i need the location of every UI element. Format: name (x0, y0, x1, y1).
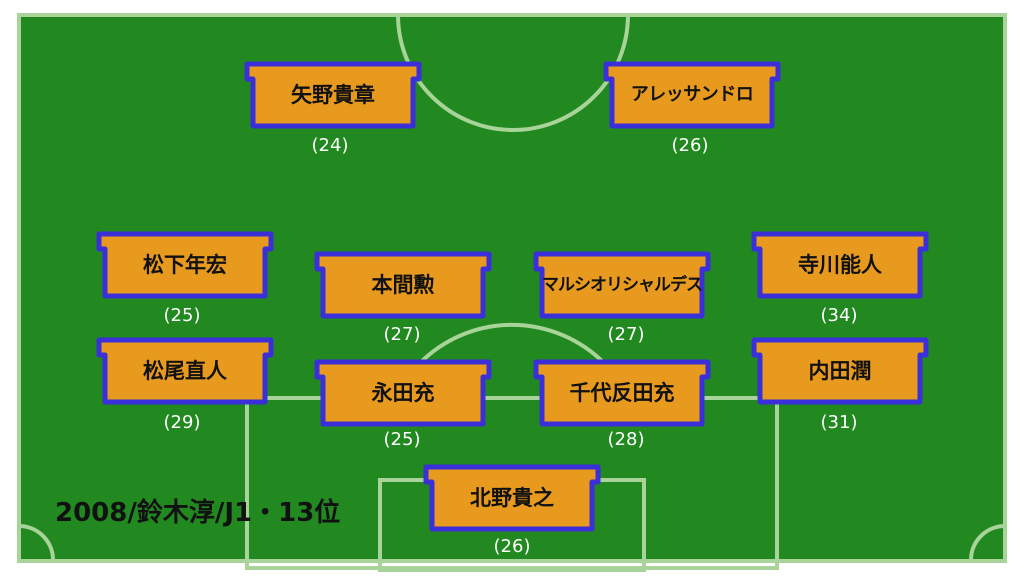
shirt-shape (423, 464, 601, 532)
corner-arc-right (968, 524, 1006, 562)
player-name: 内田潤 (808, 359, 872, 383)
player-name: マルシオリシャルデス (542, 275, 703, 295)
player-age: (28) (607, 429, 645, 450)
shirt-shape (314, 251, 492, 319)
player-age: (26) (671, 135, 709, 156)
player-card-fw-right: アレッサンドロ (603, 61, 781, 129)
player-name: 千代反田充 (569, 381, 675, 405)
player-name: 寺川能人 (798, 253, 882, 277)
corner-arc-left (18, 524, 56, 562)
shirt-shape (533, 359, 711, 427)
player-card-fw-left: 矢野貴章 (244, 61, 422, 129)
player-name: 永田充 (371, 381, 435, 405)
player-age: (34) (820, 305, 858, 326)
pitch-outline (17, 13, 1007, 563)
player-name: 本間勲 (371, 273, 435, 297)
player-card-cb-left: 永田充 (314, 359, 492, 427)
shirt-shape (244, 61, 422, 129)
player-name: アレッサンドロ (630, 84, 754, 105)
player-card-om-left: 本間勲 (314, 251, 492, 319)
player-card-cb-right: 千代反田充 (533, 359, 711, 427)
shirt-shape (603, 61, 781, 129)
shirt-shape (751, 337, 929, 405)
player-name: 松下年宏 (143, 253, 227, 277)
player-age: (26) (493, 536, 531, 557)
shirt-shape (96, 231, 274, 299)
player-age: (24) (311, 135, 349, 156)
player-age: (27) (607, 324, 645, 345)
team-caption: 2008/鈴木淳/J1・13位 (55, 498, 341, 528)
player-name: 北野貴之 (470, 486, 554, 510)
player-age: (31) (820, 412, 858, 433)
player-age: (25) (163, 305, 201, 326)
shirt-shape (751, 231, 929, 299)
player-card-lb: 松尾直人 (96, 337, 274, 405)
player-card-lm: 松下年宏 (96, 231, 274, 299)
player-age: (29) (163, 412, 201, 433)
player-age: (25) (383, 429, 421, 450)
player-name: 矢野貴章 (291, 83, 375, 107)
player-card-om-right: マルシオリシャルデス (533, 251, 711, 319)
player-card-rb: 内田潤 (751, 337, 929, 405)
shirt-shape (314, 359, 492, 427)
shirt-shape (533, 251, 711, 319)
player-card-gk: 北野貴之 (423, 464, 601, 532)
player-card-rm: 寺川能人 (751, 231, 929, 299)
shirt-shape (96, 337, 274, 405)
player-age: (27) (383, 324, 421, 345)
player-name: 松尾直人 (143, 359, 227, 383)
penalty-arc (418, 322, 606, 365)
